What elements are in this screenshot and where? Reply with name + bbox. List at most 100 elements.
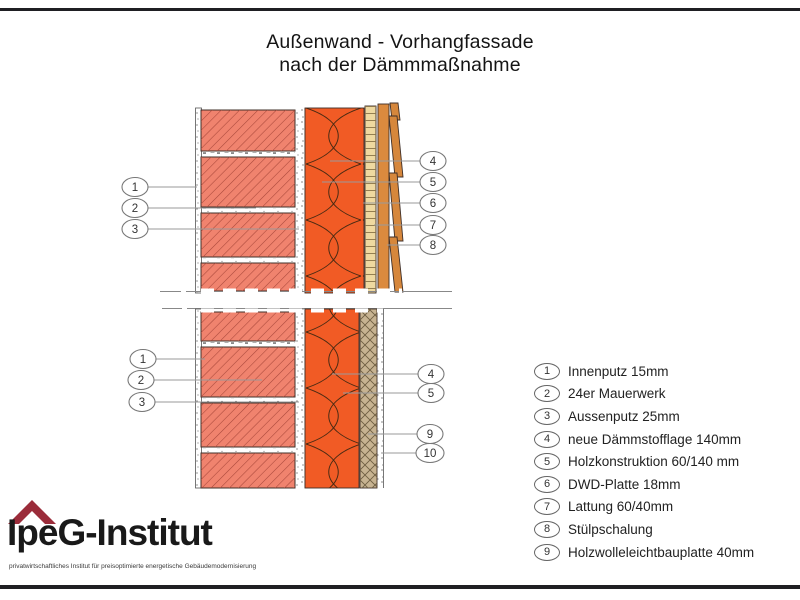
holzwolle-layer <box>359 308 378 489</box>
callout-number: 2 <box>132 203 138 215</box>
mauerwerk-layer <box>200 311 296 489</box>
callout-upper-2: 2 <box>121 197 149 219</box>
callout-upper-4: 4 <box>419 150 447 172</box>
brick-course <box>200 156 296 208</box>
callout-number: 4 <box>428 369 435 381</box>
callout-number: 10 <box>424 448 437 460</box>
brick-course <box>200 311 296 342</box>
mortar-joint <box>201 152 295 156</box>
legend-bubble: 6 <box>534 475 560 493</box>
aussenputz-layer <box>295 309 305 488</box>
lower-wall-section <box>162 307 452 489</box>
mortar-joint <box>201 398 295 402</box>
logo-wordmark: IpeG-Institut <box>7 512 213 553</box>
callout-number: 7 <box>430 220 436 232</box>
callout-number: 2 <box>138 375 144 387</box>
mortar-joint <box>201 208 295 212</box>
top-border-bar <box>0 8 800 11</box>
legend-label: Holzkonstruktion 60/140 mm <box>568 454 740 470</box>
callout-number: 6 <box>430 198 436 210</box>
legend-item: 2 24er Mauerwerk <box>534 383 754 406</box>
callout-lower-2: 2 <box>127 369 155 391</box>
callout-lower-5: 5 <box>417 382 445 404</box>
daemmstoff-layer <box>304 308 360 489</box>
callout-lower-4: 4 <box>417 363 445 385</box>
upper-wall-section <box>160 102 452 294</box>
legend-label: neue Dämmstofflage 140mm <box>568 431 742 447</box>
brick-course <box>200 212 296 258</box>
innenputz-texture <box>195 309 202 488</box>
mortar-joint <box>201 258 295 262</box>
title-line-2: nach der Dämmmaßnahme <box>279 54 521 76</box>
mortar-joint <box>201 342 295 346</box>
callout-lower-1: 1 <box>129 348 157 370</box>
lattung-layer <box>377 103 390 294</box>
callout-lower-10: 10 <box>415 442 445 464</box>
title-line-1: Außenwand - Vorhangfassade <box>266 31 534 53</box>
callout-upper-8: 8 <box>419 234 447 256</box>
legend-item: 8 Stülpschalung <box>534 518 754 541</box>
callout-number: 8 <box>430 240 436 252</box>
legend-bubble: 3 <box>534 407 560 425</box>
brick-course <box>200 346 296 398</box>
legend-bubble: 4 <box>534 430 560 448</box>
innenputz-texture <box>195 108 202 293</box>
logo-tagline: privatwirtschaftliches Institut für prei… <box>9 563 257 570</box>
callout-upper-1: 1 <box>121 176 149 198</box>
brick-course <box>200 402 296 448</box>
mauerwerk-layer <box>200 109 296 292</box>
legend-item: 9 Holzwolleleichtbauplatte 40mm <box>534 541 754 564</box>
brick-course <box>200 262 296 292</box>
legend-item: 3 Aussenputz 25mm <box>534 405 754 428</box>
callout-number: 9 <box>427 429 433 441</box>
callout-number: 3 <box>139 397 145 409</box>
legend-bubble: 9 <box>534 543 560 561</box>
ipeg-logo: IpeG-Institut privatwirtschaftliches Ins… <box>7 497 427 577</box>
legend-item: 7 Lattung 60/40mm <box>534 496 754 519</box>
brick-course <box>200 109 296 152</box>
legend-bubble: 2 <box>534 385 560 403</box>
legend-item: 1 Innenputz 15mm <box>534 360 754 383</box>
callout-number: 3 <box>132 224 138 236</box>
cladding-board <box>388 115 404 178</box>
outer-render-layer <box>377 309 383 488</box>
callout-upper-6: 6 <box>419 192 447 214</box>
callout-number: 1 <box>132 182 138 194</box>
legend-label: Stülpschalung <box>568 521 653 537</box>
legend-bubble: 7 <box>534 498 560 516</box>
leader-lines <box>148 160 420 454</box>
callout-number: 4 <box>430 156 437 168</box>
aussenputz-layer <box>295 108 305 293</box>
daemmstoff-layer <box>304 107 365 294</box>
logo-roof-icon <box>8 500 56 524</box>
brick-course <box>200 452 296 489</box>
legend-label: 24er Mauerwerk <box>568 386 666 402</box>
page-title: Außenwand - Vorhangfassade nach der Dämm… <box>0 31 800 77</box>
legend-label: Innenputz 15mm <box>568 363 669 379</box>
legend-item: 6 DWD-Platte 18mm <box>534 473 754 496</box>
callout-upper-5: 5 <box>419 171 447 193</box>
legend-bubble: 5 <box>534 453 560 471</box>
callout-number: 1 <box>140 354 146 366</box>
wall-section-diagram: 1 2 3 4 5 6 <box>121 102 452 489</box>
legend-label: Aussenputz 25mm <box>568 408 680 424</box>
callout-upper-3: 3 <box>121 218 149 240</box>
callout-bubbles: 1 2 3 4 5 6 <box>121 150 447 464</box>
legend: 1 Innenputz 15mm 2 24er Mauerwerk 3 Auss… <box>534 360 754 563</box>
callout-lower-9: 9 <box>416 423 444 445</box>
legend-bubble: 8 <box>534 520 560 538</box>
callout-number: 5 <box>428 388 434 400</box>
cladding-board <box>388 172 404 242</box>
mortar-joint <box>201 448 295 452</box>
dwd-platte-layer <box>364 105 377 294</box>
stuelpschalung-boards <box>388 102 404 293</box>
callout-upper-7: 7 <box>419 214 447 236</box>
legend-item: 4 neue Dämmstofflage 140mm <box>534 428 754 451</box>
legend-label: DWD-Platte 18mm <box>568 476 681 492</box>
bottom-border-bar <box>0 585 800 589</box>
callout-lower-3: 3 <box>128 391 156 413</box>
legend-label: Holzwolleleichtbauplatte 40mm <box>568 544 755 560</box>
legend-bubble: 1 <box>534 362 560 380</box>
legend-label: Lattung 60/40mm <box>568 499 674 515</box>
